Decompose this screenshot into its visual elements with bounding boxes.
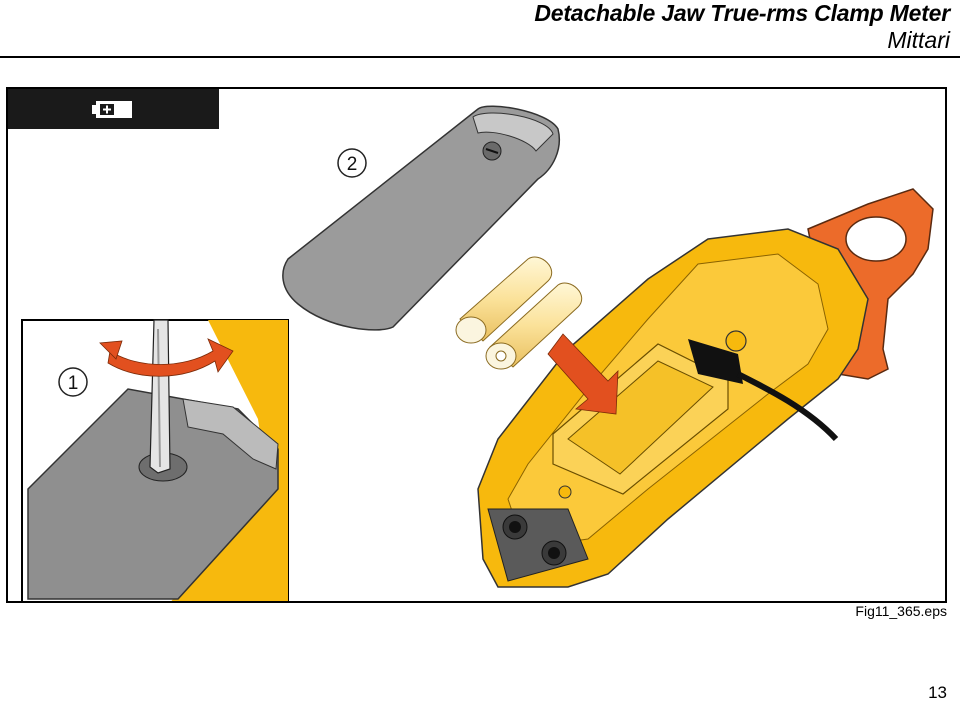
manual-title: Detachable Jaw True-rms Clamp Meter [534, 0, 950, 26]
battery-icon [92, 101, 132, 118]
step-2-number: 2 [347, 154, 358, 175]
battery-replacement-figure: 2 1 [6, 87, 947, 603]
battery-icon-tab [8, 89, 219, 129]
manual-subtitle: Mittari [887, 27, 950, 53]
aa-batteries [455, 256, 583, 370]
screwdriver-inset [21, 319, 289, 601]
step-1-marker: 1 [58, 367, 88, 397]
page-number: 13 [928, 683, 947, 702]
step-1-number: 1 [68, 373, 79, 394]
step-2-marker: 2 [337, 148, 367, 178]
battery-cover [282, 105, 560, 331]
figure-caption: Fig11_365.eps [855, 603, 947, 619]
insert-direction-arrow [547, 333, 619, 415]
clamp-meter-body [477, 188, 934, 588]
header-divider [0, 56, 960, 58]
